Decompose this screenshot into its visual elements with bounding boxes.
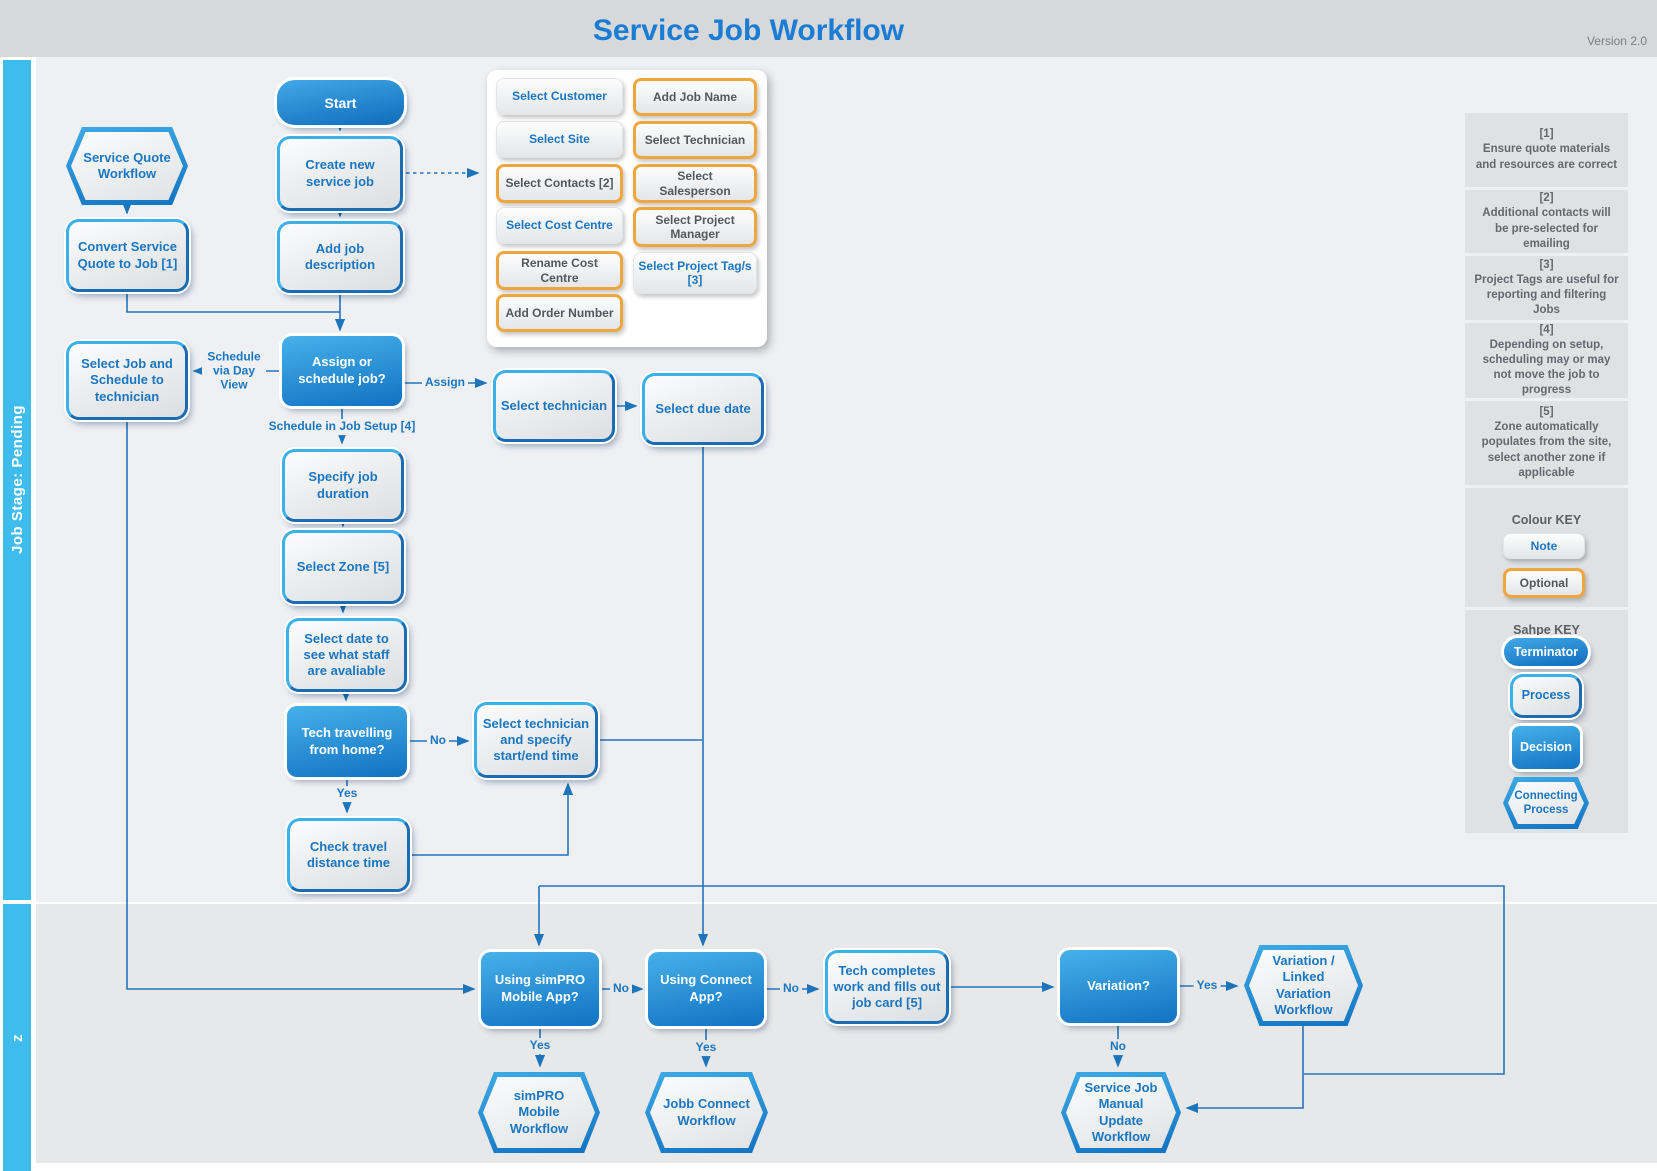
node-jobb-connect-workflow-label: Jobb Connect Workflow (650, 1077, 763, 1148)
colour-key-note-pill: Note (1503, 533, 1585, 559)
sidebar-stage-next: z (3, 904, 31, 1171)
node-start: Start (277, 80, 404, 125)
setup-pill-select-customer: Select Customer (496, 78, 623, 115)
node-check-travel-distance: Check travel distance time (287, 818, 410, 892)
node-manual-update-workflow: Service Job Manual Update Workflow (1061, 1072, 1181, 1153)
node-select-tech-start-end: Select technician and specify start/end … (474, 702, 598, 778)
edge-label-yes-tech-travelling: Yes (333, 786, 361, 802)
setup-pill-select-cost-centre: Select Cost Centre (496, 207, 623, 244)
colour-key-title: Colour KEY (1511, 513, 1582, 527)
note-3-num: [3] (1539, 258, 1554, 271)
version-label: Version 2.0 (1586, 34, 1647, 48)
shape-key-terminator: Terminator (1504, 638, 1588, 666)
node-create-new-service-job: Create new service job (277, 136, 403, 211)
node-select-zone: Select Zone [5] (282, 530, 404, 604)
node-select-date-staff: Select date to see what staff are avalia… (286, 618, 407, 692)
note-1-num: [1] (1539, 128, 1554, 141)
note-4-text: Depending on setup, scheduling may or ma… (1482, 338, 1611, 397)
setup-pill-select-contacts: Select Contacts [2] (496, 164, 623, 203)
stage-band-next (36, 904, 1657, 1163)
edge-label-yes-connect-app: Yes (692, 1040, 720, 1056)
shape-key-connecting-process-label: Connecting Process (1508, 782, 1584, 824)
note-2-num: [2] (1539, 192, 1554, 205)
note-3: [3] Project Tags are useful for reportin… (1465, 256, 1628, 320)
sidebar-stage-pending-label: Job Stage: Pending (8, 405, 26, 555)
page-title: Service Job Workflow (592, 14, 905, 47)
note-5: [5] Zone automatically populates from th… (1465, 401, 1628, 485)
sidebar-stage-pending: Job Stage: Pending (3, 60, 31, 900)
node-convert-service-quote: Convert Service Quote to Job [1] (66, 219, 189, 292)
note-2-text: Additional contacts will be pre-selected… (1482, 207, 1611, 250)
edge-label-no-variation: No (1107, 1039, 1129, 1055)
shape-key-process: Process (1510, 674, 1582, 718)
shape-key-decision: Decision (1512, 726, 1580, 769)
node-service-quote-workflow: Service Quote Workflow (66, 127, 188, 205)
node-service-quote-workflow-label: Service Quote Workflow (71, 132, 183, 200)
job-setup-panel: Select Customer Select Site Select Conta… (487, 70, 767, 347)
edge-label-no-tech-travelling: No (427, 733, 449, 749)
note-3-text: Project Tags are useful for reporting an… (1474, 273, 1619, 317)
setup-pill-select-salesperson: Select Salesperson (633, 164, 757, 203)
edge-label-schedule-via-day-view: Schedule via Day View (202, 349, 266, 393)
setup-pill-select-site: Select Site (496, 121, 623, 158)
shape-key-connecting-process: Connecting Process (1503, 777, 1589, 829)
node-manual-update-workflow-label: Service Job Manual Update Workflow (1066, 1077, 1176, 1148)
node-specify-job-duration: Specify job duration (282, 449, 404, 522)
node-add-job-description: Add job description (277, 221, 403, 293)
setup-pill-add-job-name: Add Job Name (633, 78, 757, 116)
node-tech-travelling: Tech travelling from home? (287, 706, 407, 777)
note-4: [4] Depending on setup, scheduling may o… (1465, 323, 1628, 398)
node-select-job-and-schedule: Select Job and Schedule to technician (66, 341, 188, 420)
note-4-num: [4] (1539, 323, 1554, 336)
shape-key-title: Sahpe KEY (1513, 623, 1580, 637)
note-2: [2] Additional contacts will be pre-sele… (1465, 190, 1628, 253)
edge-label-no-simpro-mobile: No (610, 981, 632, 997)
edge-label-yes-simpro-mobile: Yes (526, 1038, 554, 1054)
edge-label-no-connect-app: No (780, 981, 802, 997)
note-5-text: Zone automatically populates from the si… (1481, 421, 1612, 479)
edge-label-yes-variation: Yes (1193, 978, 1221, 994)
note-1-text: Ensure quote materials and resources are… (1475, 143, 1618, 171)
note-1: [1] Ensure quote materials and resources… (1465, 113, 1628, 187)
node-jobb-connect-workflow: Jobb Connect Workflow (645, 1072, 768, 1153)
node-tech-completes: Tech completes work and fills out job ca… (825, 950, 949, 1024)
node-using-simpro-mobile: Using simPRO Mobile App? (481, 952, 599, 1026)
setup-pill-rename-cost-centre: Rename Cost Centre (496, 251, 623, 290)
sidebar-stage-next-label: z (8, 1033, 26, 1042)
node-variation-workflow: Variation / Linked Variation Workflow (1244, 945, 1363, 1026)
node-using-connect-app: Using Connect App? (648, 952, 764, 1026)
node-simpro-mobile-workflow-label: simPRO Mobile Workflow (483, 1077, 595, 1148)
setup-pill-select-project-manager: Select Project Manager (633, 207, 757, 247)
setup-pill-add-order-number: Add Order Number (496, 294, 623, 332)
node-assign-or-schedule: Assign or schedule job? (282, 336, 402, 406)
edge-label-schedule-in-job-setup: Schedule in Job Setup [4] (265, 419, 419, 435)
node-select-technician: Select technician (493, 370, 615, 442)
setup-pill-select-project-tags: Select Project Tag/s [3] (633, 252, 757, 294)
setup-pill-select-technician: Select Technician (633, 121, 757, 159)
edge-label-assign: Assign (421, 375, 469, 391)
node-select-due-date: Select due date (642, 373, 764, 445)
node-variation: Variation? (1060, 950, 1177, 1023)
note-5-num: [5] (1539, 406, 1554, 419)
colour-key-optional-pill: Optional (1503, 568, 1585, 598)
node-simpro-mobile-workflow: simPRO Mobile Workflow (478, 1072, 600, 1153)
header-bar: Service Job Workflow Version 2.0 (0, 0, 1657, 57)
node-variation-workflow-label: Variation / Linked Variation Workflow (1249, 950, 1358, 1021)
